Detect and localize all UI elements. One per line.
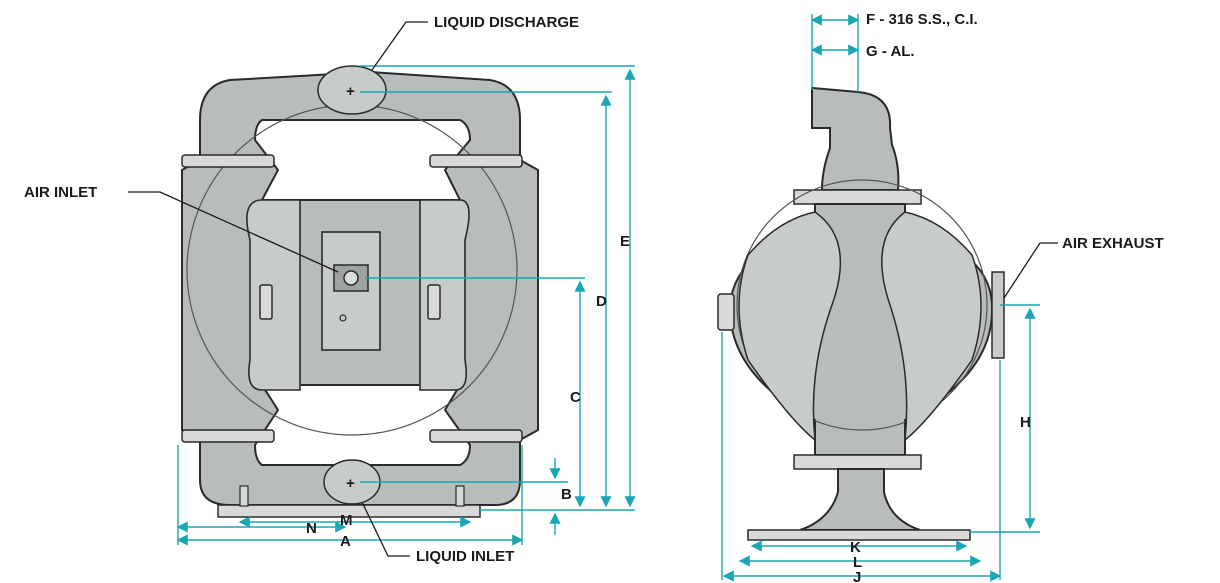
side-diaphragm-right — [881, 211, 982, 442]
air-exhaust-label: AIR EXHAUST — [1062, 235, 1164, 252]
front-clamps — [181, 154, 523, 443]
dimension-e: E — [620, 233, 630, 250]
dimension-h: H — [1020, 414, 1031, 431]
g-material-label: G - AL. — [866, 43, 915, 60]
front-lower-cutout — [253, 384, 472, 466]
dimension-b: B — [561, 486, 572, 503]
liquid-inlet-label: LIQUID INLET — [416, 548, 514, 565]
front-foot-right — [455, 485, 465, 507]
dimension-k: K — [850, 539, 861, 556]
liquid-discharge-leader — [371, 21, 428, 71]
air-exhaust-port — [991, 271, 1005, 359]
air-inlet-port — [343, 270, 359, 286]
front-foot-left — [239, 485, 249, 507]
side-base — [747, 529, 971, 541]
dimension-j: J — [853, 569, 861, 583]
dimension-m: M — [340, 512, 353, 529]
side-chamber-outline — [736, 179, 988, 431]
front-dimensions — [176, 65, 636, 546]
side-view — [717, 86, 1005, 541]
air-inlet-label: AIR INLET — [24, 184, 97, 201]
liquid-inlet-leader — [361, 501, 410, 557]
air-exhaust-leader — [1003, 242, 1058, 299]
air-inlet-leader — [128, 191, 339, 273]
front-right-chamber — [419, 199, 470, 391]
discharge-center-mark: + — [346, 83, 355, 100]
side-discharge-neck — [811, 86, 900, 191]
inlet-center-mark: + — [346, 475, 355, 492]
front-bolt — [339, 314, 347, 322]
side-dimensions — [721, 14, 1040, 582]
liquid-discharge-label: LIQUID DISCHARGE — [434, 14, 579, 31]
f-material-label: F - 316 S.S., C.I. — [866, 11, 978, 28]
side-diaphragm-left — [738, 211, 842, 442]
front-view: + + — [181, 65, 539, 518]
side-bottom-clamp — [793, 454, 922, 470]
front-left-chamber — [246, 199, 301, 391]
dimension-l: L — [853, 554, 862, 571]
side-top-clamp — [793, 189, 922, 205]
dimension-n: N — [306, 520, 317, 537]
dimension-a: A — [340, 533, 351, 550]
dimension-d: D — [596, 293, 607, 310]
side-left-clamp-knob — [717, 293, 735, 331]
side-inlet-neck — [799, 468, 921, 531]
dimension-c: C — [570, 389, 581, 406]
liquid-discharge-port — [317, 65, 387, 115]
